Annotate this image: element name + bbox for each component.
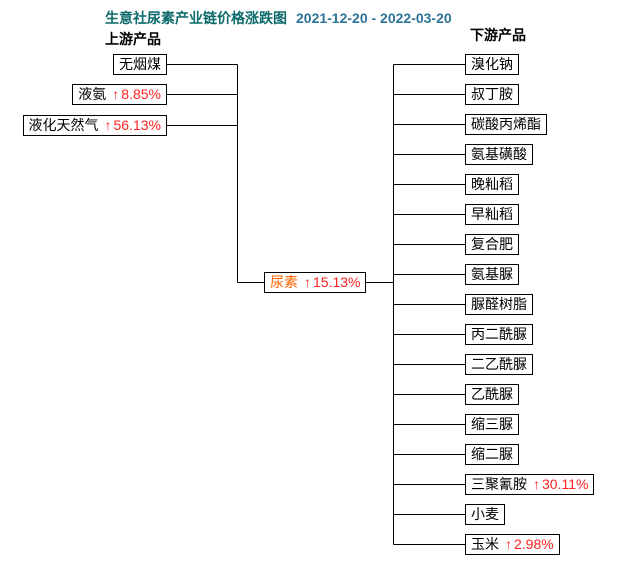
up-arrow-icon: ↑ <box>533 476 540 492</box>
downstream-node-1: 溴化钠 <box>465 54 519 75</box>
upstream-column-header: 上游产品 <box>105 31 161 47</box>
change-percent: 30.11% <box>542 476 589 492</box>
change-percent: 15.13% <box>313 274 361 290</box>
node-label: 叔丁胺 <box>471 86 513 102</box>
node-label: 复合肥 <box>471 236 513 252</box>
downstream-node-13: 缩三脲 <box>465 414 519 435</box>
node-label: 乙酰脲 <box>471 386 513 402</box>
node-label: 三聚氰胺 <box>471 476 527 492</box>
node-label: 二乙酰脲 <box>471 356 527 372</box>
node-label: 溴化钠 <box>471 56 513 72</box>
change-percent: 2.98% <box>514 536 554 552</box>
downstream-node-5: 晚籼稻 <box>465 174 519 195</box>
upstream-node-2: 液氨 ↑8.85% <box>72 84 167 105</box>
page-title-line: 生意社尿素产业链价格涨跌图 2021-12-20 - 2022-03-20 <box>105 8 452 28</box>
node-label: 液氨 <box>78 86 107 102</box>
page-title: 生意社尿素产业链价格涨跌图 <box>105 10 287 26</box>
up-arrow-icon: ↑ <box>104 117 112 133</box>
node-label: 氨基脲 <box>471 266 513 282</box>
node-label: 氨基磺酸 <box>471 146 527 162</box>
change-percent: 56.13% <box>113 117 161 133</box>
node-label: 缩三脲 <box>471 416 513 432</box>
downstream-node-3: 碳酸丙烯酯 <box>465 114 547 135</box>
node-label: 丙二酰脲 <box>471 326 527 342</box>
downstream-node-16: 小麦 <box>465 504 505 525</box>
downstream-node-2: 叔丁胺 <box>465 84 519 105</box>
node-label: 小麦 <box>471 506 499 522</box>
downstream-node-12: 乙酰脲 <box>465 384 519 405</box>
change-percent: 8.85% <box>121 86 161 102</box>
downstream-node-4: 氨基磺酸 <box>465 144 533 165</box>
downstream-node-15: 三聚氰胺 ↑30.11% <box>465 474 595 495</box>
node-label: 缩二脲 <box>471 446 513 462</box>
node-label: 碳酸丙烯酯 <box>471 116 541 132</box>
date-range: 2021-12-20 - 2022-03-20 <box>296 10 452 26</box>
up-arrow-icon: ↑ <box>304 274 311 290</box>
downstream-column-header: 下游产品 <box>470 27 526 43</box>
downstream-node-17: 玉米 ↑2.98% <box>465 534 560 555</box>
node-label: 早籼稻 <box>471 206 513 222</box>
node-label: 晚籼稻 <box>471 176 513 192</box>
node-label: 尿素 <box>270 274 298 290</box>
node-label: 液化天然气 <box>28 117 99 133</box>
downstream-node-7: 复合肥 <box>465 234 519 255</box>
downstream-node-9: 脲醛树脂 <box>465 294 533 315</box>
downstream-node-14: 缩二脲 <box>465 444 519 465</box>
downstream-node-10: 丙二酰脲 <box>465 324 533 345</box>
up-arrow-icon: ↑ <box>112 86 120 102</box>
center-node-urea: 尿素 ↑15.13% <box>264 272 367 293</box>
node-label: 玉米 <box>471 536 499 552</box>
node-label: 脲醛树脂 <box>471 296 527 312</box>
up-arrow-icon: ↑ <box>505 536 512 552</box>
downstream-node-11: 二乙酰脲 <box>465 354 533 375</box>
downstream-node-6: 早籼稻 <box>465 204 519 225</box>
downstream-node-8: 氨基脲 <box>465 264 519 285</box>
upstream-node-1: 无烟煤 <box>113 54 167 75</box>
node-label: 无烟煤 <box>119 56 161 72</box>
upstream-node-3: 液化天然气 ↑56.13% <box>22 115 167 136</box>
